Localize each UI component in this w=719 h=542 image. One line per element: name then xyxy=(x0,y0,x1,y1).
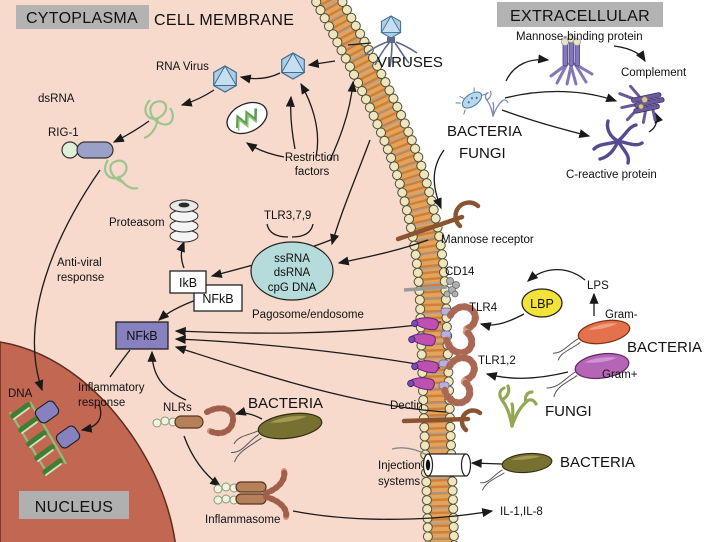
bacteria-mid-label: BACTERIA xyxy=(627,339,702,356)
mannose-binding-protein-icon xyxy=(549,35,594,86)
mannose-receptor-label: Mannose receptor xyxy=(441,234,534,246)
dna-icon xyxy=(9,400,81,476)
extracellular-label-box xyxy=(497,2,663,27)
lbp-label: LBP xyxy=(530,297,554,311)
restriction-factors-label-2: factors xyxy=(295,166,330,178)
nfkb-active-label: NFkB xyxy=(126,329,157,343)
bacteria-ext-label: BACTERIA xyxy=(447,123,522,140)
complement-icon xyxy=(618,84,665,124)
rna-virus-icon xyxy=(213,65,237,93)
endosome-content-3: cpG DNA xyxy=(268,282,317,294)
nfkb-active-box xyxy=(115,321,169,350)
bacterium-cytoplasm-icon xyxy=(231,412,323,463)
viruses-label: VIRUSES xyxy=(377,54,443,71)
inflammasome-icon xyxy=(213,468,290,520)
c-reactive-protein-icon xyxy=(592,119,644,165)
bacteria-fungi-cluster-icon xyxy=(455,87,509,117)
proteasome-icon xyxy=(169,199,199,243)
tlr379-label: TLR3,7,9 xyxy=(264,210,311,222)
rig1-icon xyxy=(61,141,139,190)
dectin-label: Dectin xyxy=(390,400,423,412)
rig1-label: RIG-1 xyxy=(48,127,79,139)
inflammasome-label: Inflammasome xyxy=(205,514,280,526)
ikb-box xyxy=(169,270,207,294)
gram-plus-label: Gram+ xyxy=(602,369,638,381)
tlr4-label: TLR4 xyxy=(469,302,498,314)
nucleus-label-box xyxy=(19,491,129,519)
gram-minus-label: Gram- xyxy=(605,309,638,321)
rna-virus-label: RNA Virus xyxy=(156,61,209,73)
cd14-icon xyxy=(403,277,460,298)
virus-particle-icon xyxy=(281,52,305,80)
fungi-icon-right xyxy=(498,384,538,428)
nlrs-label: NLRs xyxy=(163,402,192,414)
inflammatory-response-label-1: Inflammatory xyxy=(78,382,145,394)
replicating-rna-vesicle-icon xyxy=(226,101,268,135)
dectin-icon xyxy=(401,408,483,433)
dna-label: DNA xyxy=(8,388,33,400)
tlr12-label: TLR1,2 xyxy=(478,355,516,367)
phagosome-caption: Pagosome/endosome xyxy=(252,309,364,321)
cytoplasm-label-box xyxy=(16,5,149,29)
phage-virus-icon xyxy=(364,15,418,68)
antiviral-response-label-2: response xyxy=(57,272,104,284)
injection-systems-label-2: systems xyxy=(378,476,420,488)
bacteria-cyto-label: BACTERIA xyxy=(248,395,323,412)
cd14-label: CD14 xyxy=(445,266,475,278)
cell-membrane-label: CELL MEMBRANE xyxy=(154,12,294,29)
bacterium-extracellular-icon xyxy=(480,452,553,491)
mannose-binding-protein-label: Mannose-binding protein xyxy=(516,31,643,43)
mannose-receptor-icon xyxy=(395,200,481,242)
fungi-ext-label: FUNGI xyxy=(459,145,506,162)
antiviral-response-label-1: Anti-viral xyxy=(57,257,102,269)
fungi-right-label: FUNGI xyxy=(545,403,592,420)
lps-label: LPS xyxy=(587,280,609,292)
nlr-sensor-icon xyxy=(152,405,236,437)
extracellular-label: EXTRACELLULAR xyxy=(510,8,650,25)
gram-positive-bacterium-icon xyxy=(546,352,630,398)
cytoplasm-label: CYTOPLASMA xyxy=(26,10,138,27)
nfkb-inactive-label: NFkB xyxy=(202,292,233,306)
restriction-factors-label-1: Restriction xyxy=(285,152,339,164)
dsrna-label: dsRNA xyxy=(38,93,75,105)
phagosome-endosome xyxy=(250,241,334,301)
dsrna-icon xyxy=(143,99,174,140)
il-label: IL-1,IL-8 xyxy=(500,506,543,518)
gram-negative-bacterium-icon xyxy=(552,319,631,361)
complement-label: Complement xyxy=(621,67,687,79)
bacteria-bottom-label: BACTERIA xyxy=(560,454,635,471)
c-reactive-protein-label: C-reactive protein xyxy=(566,169,657,181)
injection-system-icon xyxy=(422,453,472,477)
arrow-layer xyxy=(33,42,664,520)
endosome-content-1: ssRNA xyxy=(274,253,310,265)
inflammatory-response-label-2: response xyxy=(78,397,125,409)
proteasom-label: Proteasom xyxy=(109,217,165,229)
injection-systems-label-1: Injection xyxy=(378,460,421,472)
ikb-label: IkB xyxy=(179,276,197,290)
endosome-content-2: dsRNA xyxy=(274,267,311,279)
lbp-ellipse xyxy=(521,288,563,318)
nucleus-label: NUCLEUS xyxy=(35,499,114,516)
